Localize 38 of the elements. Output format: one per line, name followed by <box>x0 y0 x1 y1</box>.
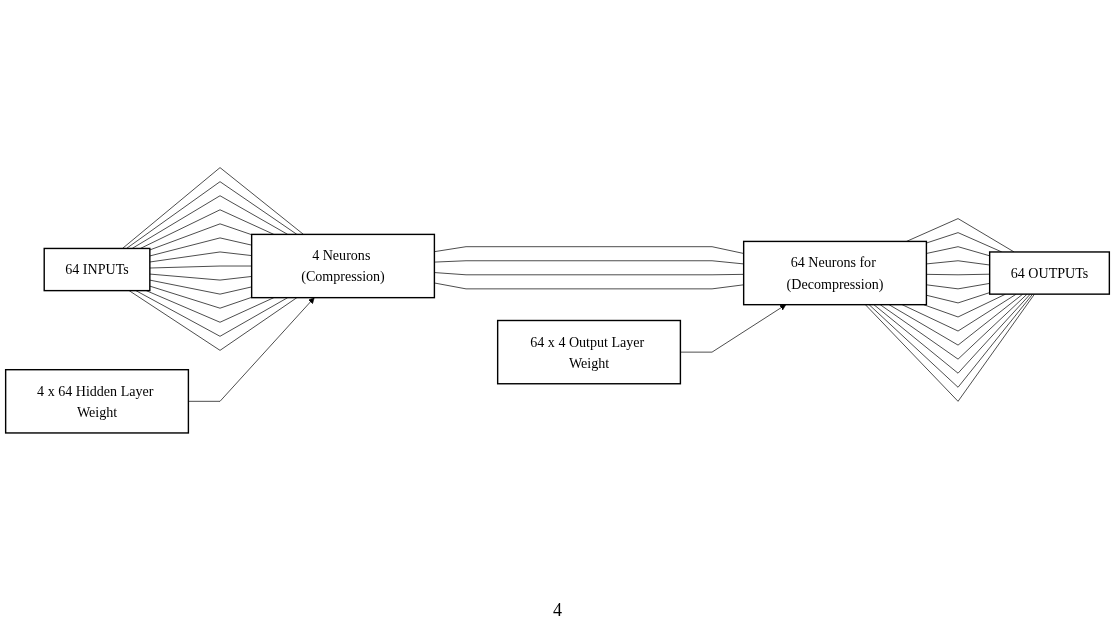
connector <box>926 260 990 266</box>
connector <box>149 223 252 250</box>
connector <box>865 293 1035 402</box>
connector <box>149 251 252 263</box>
connector <box>122 167 304 249</box>
connector <box>140 209 275 249</box>
connector <box>135 289 289 337</box>
connector <box>434 246 744 254</box>
connector <box>868 293 1033 388</box>
connector <box>906 217 1015 252</box>
connector <box>926 273 990 275</box>
connector <box>149 265 252 269</box>
connector <box>873 293 1031 374</box>
connector <box>131 195 289 249</box>
connector <box>434 282 744 289</box>
node-box: 64 INPUTs <box>43 247 151 292</box>
node-box: 64 Neurons for (Decompression) <box>742 240 928 306</box>
connector <box>434 271 744 275</box>
connector <box>926 291 990 303</box>
connector <box>926 282 990 289</box>
node-box: 64 OUTPUTs <box>988 250 1111 295</box>
connector <box>149 285 252 309</box>
bus-width-label: 4 <box>552 600 563 621</box>
connector <box>149 279 252 295</box>
connector <box>434 260 744 264</box>
connector <box>145 289 275 323</box>
connector <box>149 237 252 256</box>
connector <box>923 293 1006 318</box>
connector <box>879 293 1028 360</box>
connector <box>128 289 298 351</box>
node-box: 64 x 4 Output Layer Weight <box>496 319 682 385</box>
connector <box>888 293 1024 346</box>
connector <box>926 246 990 256</box>
node-box: 4 Neurons (Compression) <box>250 233 436 299</box>
connector <box>149 273 252 281</box>
connector <box>901 293 1017 332</box>
connector <box>126 181 298 249</box>
node-box: 4 x 64 Hidden Layer Weight <box>4 368 190 434</box>
